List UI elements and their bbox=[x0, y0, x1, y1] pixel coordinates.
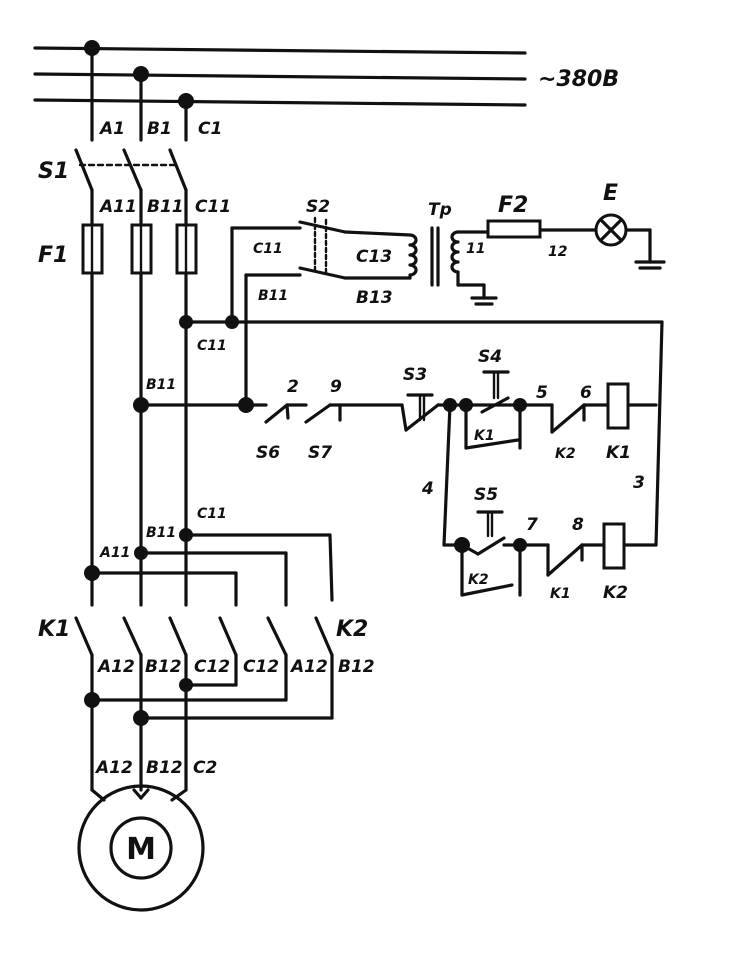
label-c13: C13 bbox=[356, 247, 392, 267]
label-a1: A1 bbox=[98, 119, 125, 139]
label-node-9: 9 bbox=[330, 377, 342, 397]
label-k2-hold: K2 bbox=[468, 572, 489, 588]
label-k1-interlock: K1 bbox=[550, 586, 571, 602]
label-c11-mid: C11 bbox=[197, 506, 227, 522]
label-k1-coil: K1 bbox=[606, 443, 631, 463]
label-k2-coil: K2 bbox=[603, 583, 628, 603]
motor-m bbox=[77, 784, 205, 912]
label-c1: C1 bbox=[198, 119, 222, 139]
label-a11-mid: A11 bbox=[99, 545, 130, 561]
label-c11-top: C11 bbox=[195, 197, 231, 217]
label-c12-a: C12 bbox=[194, 657, 230, 677]
label-node-7: 7 bbox=[526, 515, 538, 535]
label-c11-ctrl: C11 bbox=[253, 241, 283, 257]
button-s4-with-k1-hold bbox=[464, 370, 522, 450]
label-s3: S3 bbox=[403, 365, 427, 385]
label-c2-motor: C2 bbox=[193, 758, 217, 778]
fuses-f1 bbox=[81, 223, 198, 275]
bus-drops bbox=[90, 46, 188, 142]
label-k2-main: K2 bbox=[336, 617, 368, 642]
lamp-e bbox=[594, 213, 666, 270]
label-a12-motor: A12 bbox=[94, 758, 133, 778]
label-b12-b: B12 bbox=[338, 657, 375, 677]
control-rung-reverse bbox=[442, 403, 658, 597]
label-node-3: 3 bbox=[633, 473, 645, 493]
output-wiring bbox=[84, 653, 334, 792]
label-b11-node: B11 bbox=[146, 377, 176, 393]
transformer-tp bbox=[408, 226, 498, 306]
label-b12-motor: B12 bbox=[146, 758, 183, 778]
label-c11-node: C11 bbox=[197, 338, 227, 354]
main-contacts bbox=[74, 616, 334, 657]
label-e: E bbox=[603, 181, 618, 206]
label-wire-11: 11 bbox=[466, 241, 485, 257]
switch-s2 bbox=[298, 216, 347, 280]
label-tp: Tp bbox=[428, 200, 452, 220]
contactor-feed bbox=[84, 528, 334, 607]
label-k2-interlock: K2 bbox=[555, 446, 576, 462]
coil-k1 bbox=[606, 382, 658, 430]
label-k1-main: K1 bbox=[38, 617, 70, 642]
label-s4: S4 bbox=[478, 347, 502, 367]
label-node-4: 4 bbox=[421, 479, 434, 499]
label-node-2: 2 bbox=[287, 377, 299, 397]
label-node-8: 8 bbox=[572, 515, 584, 535]
switch-s1 bbox=[74, 148, 188, 192]
control-tap bbox=[179, 226, 664, 407]
label-a11-top: A11 bbox=[98, 197, 137, 217]
label-s6: S6 bbox=[256, 443, 280, 463]
label-wire-12: 12 bbox=[548, 244, 567, 260]
supply-bus bbox=[33, 40, 527, 109]
control-rung-main bbox=[133, 393, 527, 432]
label-b11-ctrl: B11 bbox=[258, 288, 288, 304]
label-motor: M bbox=[126, 832, 156, 867]
interlock-k2 bbox=[518, 403, 610, 434]
label-f1: F1 bbox=[38, 243, 68, 268]
label-b1: B1 bbox=[147, 119, 172, 139]
label-b12-a: B12 bbox=[145, 657, 182, 677]
label-f2: F2 bbox=[498, 193, 528, 218]
label-s5: S5 bbox=[474, 485, 498, 505]
label-b11-top: B11 bbox=[147, 197, 184, 217]
label-s1: S1 bbox=[38, 159, 69, 184]
label-s2: S2 bbox=[306, 197, 330, 217]
label-s7: S7 bbox=[308, 443, 332, 463]
label-a12-a: A12 bbox=[96, 657, 135, 677]
return-rail bbox=[654, 320, 664, 547]
label-node-6: 6 bbox=[580, 383, 592, 403]
label-k1-hold: K1 bbox=[474, 428, 495, 444]
wire-c13-b13 bbox=[343, 230, 412, 280]
supply-voltage-label: ~380В bbox=[538, 67, 619, 92]
fuse-f2 bbox=[486, 219, 598, 239]
label-b13: B13 bbox=[356, 288, 393, 308]
label-b11-mid: B11 bbox=[146, 525, 176, 541]
label-c12-b: C12 bbox=[243, 657, 279, 677]
label-a12-b: A12 bbox=[289, 657, 328, 677]
label-node-5: 5 bbox=[536, 383, 548, 403]
